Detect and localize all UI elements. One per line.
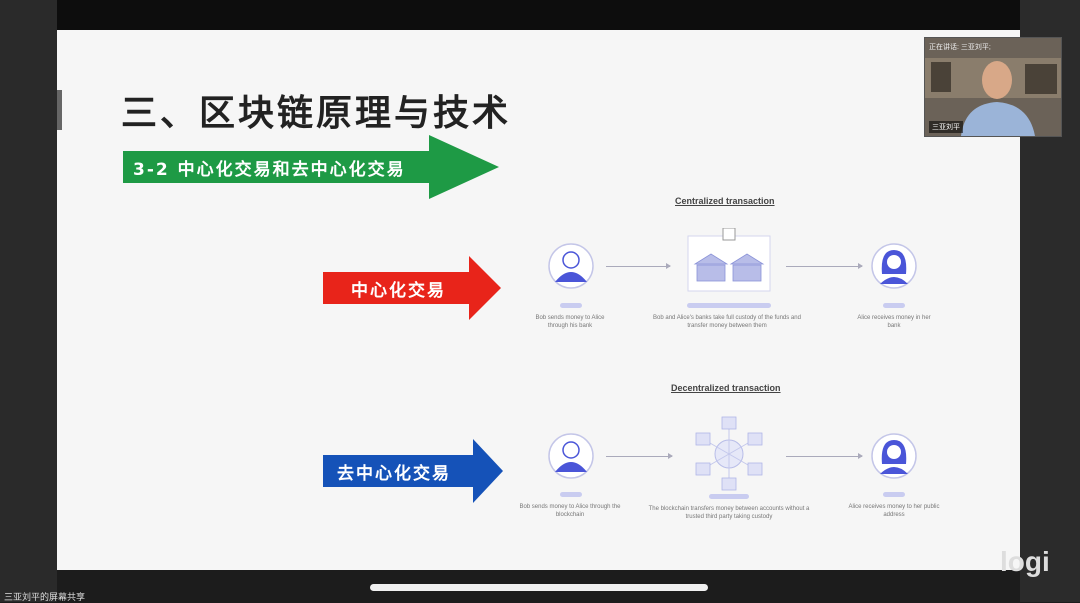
decentralized-caption-bob: Bob sends money to Alice through the blo… <box>519 504 621 518</box>
centralized-arrow: 中心化交易 <box>323 256 501 320</box>
decentralized-caption-alice: Alice receives money to her public addre… <box>848 504 940 518</box>
centralized-caption-banks: Bob and Alice's banks take full custody … <box>653 315 801 329</box>
home-indicator[interactable] <box>370 584 708 591</box>
decentralized-diagram-title: Decentralized transaction <box>671 383 781 393</box>
centralized-caption-bob: Bob sends money to Alice through his ban… <box>535 315 605 329</box>
flow-arrow-3 <box>606 453 673 459</box>
flow-arrow-4 <box>786 453 863 459</box>
presentation-slide: 三、区块链原理与技术 3-2 中心化交易和去中心化交易 中心化交易 去中心化交易… <box>57 30 1020 570</box>
slide-title: 三、区块链原理与技术 <box>121 93 512 134</box>
centralized-diagram-title: Centralized transaction <box>675 196 775 206</box>
bob-user-icon <box>548 243 594 289</box>
banks-tag <box>687 303 771 308</box>
webcam-thumbnail[interactable]: 正在讲话: 三亚刘平; 三亚刘平 <box>924 37 1062 137</box>
section-arrow: 3-2 中心化交易和去中心化交易 <box>123 135 499 199</box>
bob-user-icon-2 <box>548 433 594 479</box>
alice-tag-2 <box>883 492 905 497</box>
top-black-bar <box>57 0 1020 30</box>
centralized-arrow-head <box>469 256 501 320</box>
section-arrow-label: 3-2 中心化交易和去中心化交易 <box>123 151 429 183</box>
screen-share-status: 三亚刘平的屏幕共享 <box>4 592 86 602</box>
webcam-name-tag: 三亚刘平 <box>929 121 963 133</box>
left-window-border <box>0 0 57 602</box>
alice-tag <box>883 303 905 308</box>
centralized-caption-alice: Alice receives money in her bank <box>857 315 931 329</box>
decentralized-caption-blockchain: The blockchain transfers money between a… <box>648 506 810 520</box>
flow-arrow-1 <box>606 263 671 269</box>
banks-icon <box>687 228 771 292</box>
bob-tag <box>560 303 582 308</box>
flow-arrow-2 <box>786 263 863 269</box>
decentralized-arrow: 去中心化交易 <box>323 439 503 503</box>
webcam-video <box>925 38 1061 136</box>
bob-tag-2 <box>560 492 582 497</box>
decentralized-arrow-label: 去中心化交易 <box>323 455 473 487</box>
section-arrow-head <box>429 135 499 199</box>
decentralized-arrow-head <box>473 439 503 503</box>
logi-logo: logi <box>1000 546 1050 577</box>
blockchain-tag <box>709 494 749 499</box>
blockchain-network-icon <box>695 416 763 491</box>
alice-user-icon-2 <box>871 433 917 479</box>
slide-side-marker <box>57 90 62 130</box>
alice-user-icon <box>871 243 917 289</box>
webcam-speaking-label: 正在讲话: 三亚刘平; <box>929 44 991 51</box>
centralized-arrow-label: 中心化交易 <box>323 272 469 304</box>
